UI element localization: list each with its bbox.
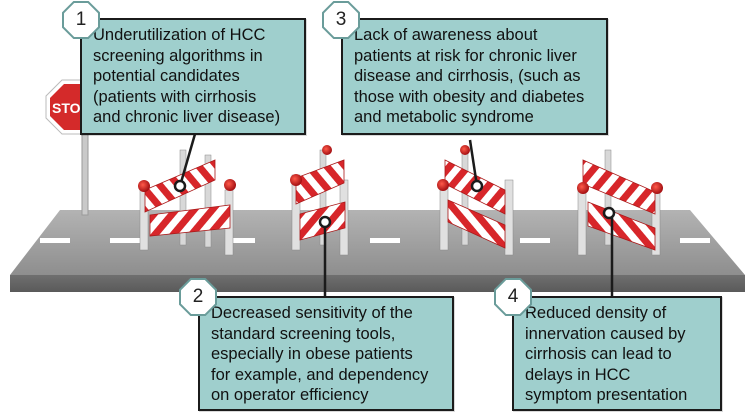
callout-1: Underutilization of HCC screening algori… xyxy=(80,18,306,135)
leader-dot-3 xyxy=(470,179,484,193)
leader-line-1 xyxy=(178,133,197,187)
leader-lines xyxy=(173,133,616,300)
lane-markings xyxy=(40,238,710,243)
callout-2: Decreased sensitivity of the standard sc… xyxy=(198,296,454,411)
leader-dot-4 xyxy=(602,206,616,220)
callout-1-number: 1 xyxy=(64,3,98,37)
callout-4-number: 4 xyxy=(496,280,530,314)
leader-dot-2 xyxy=(318,215,332,229)
leader-dot-1 xyxy=(173,179,187,193)
callout-3-number: 3 xyxy=(324,3,358,37)
callout-4: Reduced density of innervation caused by… xyxy=(512,296,722,411)
callout-2-number: 2 xyxy=(181,280,215,314)
leader-line-3 xyxy=(468,139,479,187)
callout-3: Lack of awareness about patients at risk… xyxy=(341,18,608,135)
barrier-1 xyxy=(138,149,236,256)
stop-sign-text: STO xyxy=(52,100,81,116)
road-side xyxy=(10,275,745,292)
